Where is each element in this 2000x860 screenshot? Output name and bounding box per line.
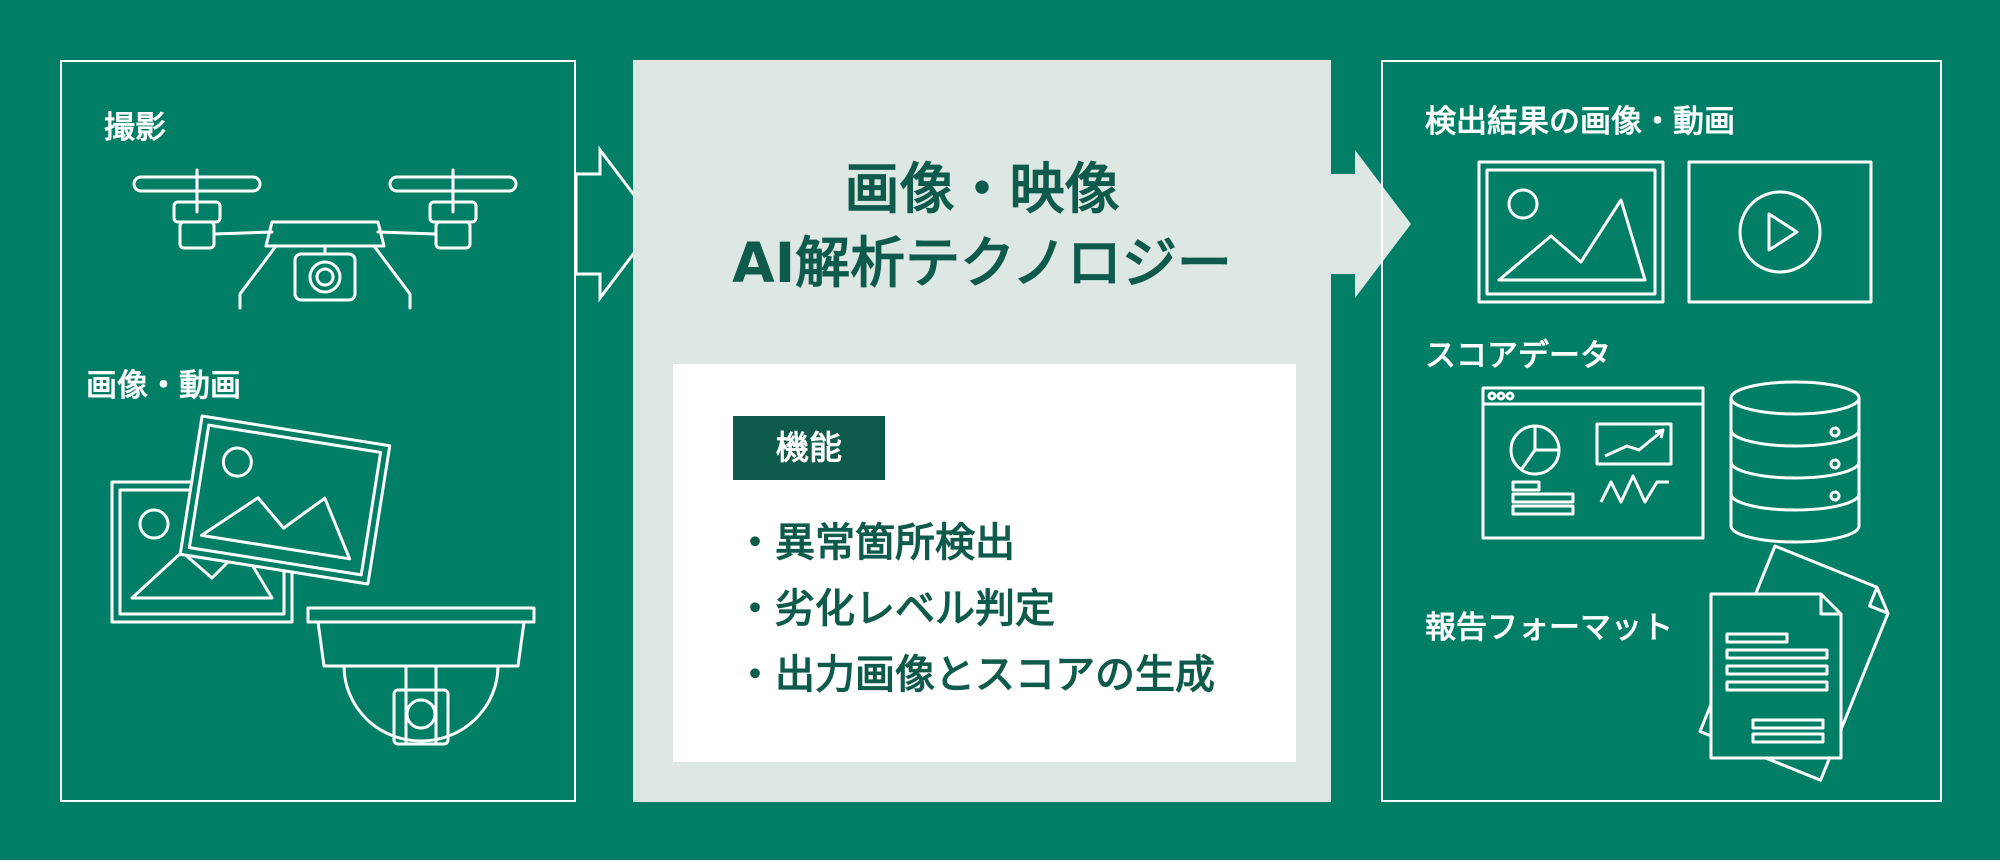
dashboard-icon [1481,386,1705,540]
output-panel: 検出結果の画像・動画 スコアデータ 報告フォーマット [1381,60,1942,802]
ai-technology-panel: 画像・映像 AI解析テクノロジー 機能 ・異常箇所検出 ・劣化レベル判定 ・出力… [633,60,1331,802]
dome-camera-icon [306,606,536,746]
results-label: 検出結果の画像・動画 [1425,104,1735,140]
image-frame-icon [1477,160,1665,304]
features-box: 機能 ・異常箇所検出 ・劣化レベル判定 ・出力画像とスコアの生成 [673,364,1296,762]
documents-icon [1698,544,1890,782]
feature-item: ・異常箇所検出 [735,520,1015,566]
database-icon [1729,380,1861,544]
score-data-label: スコアデータ [1425,338,1611,374]
media-label: 画像・動画 [86,368,241,404]
report-format-label: 報告フォーマット [1425,610,1673,646]
video-play-icon [1687,160,1873,304]
capture-label: 撮影 [104,110,166,146]
feature-item: ・出力画像とスコアの生成 [735,652,1215,698]
center-title-line1: 画像・映像 [844,157,1120,221]
input-panel: 撮影 画像・動画 [60,60,576,802]
drone-icon [132,168,518,310]
feature-item: ・劣化レベル判定 [735,586,1055,632]
center-title-line2: AI解析テクノロジー [732,231,1232,295]
photos-icon [110,414,392,624]
features-badge: 機能 [733,416,885,480]
